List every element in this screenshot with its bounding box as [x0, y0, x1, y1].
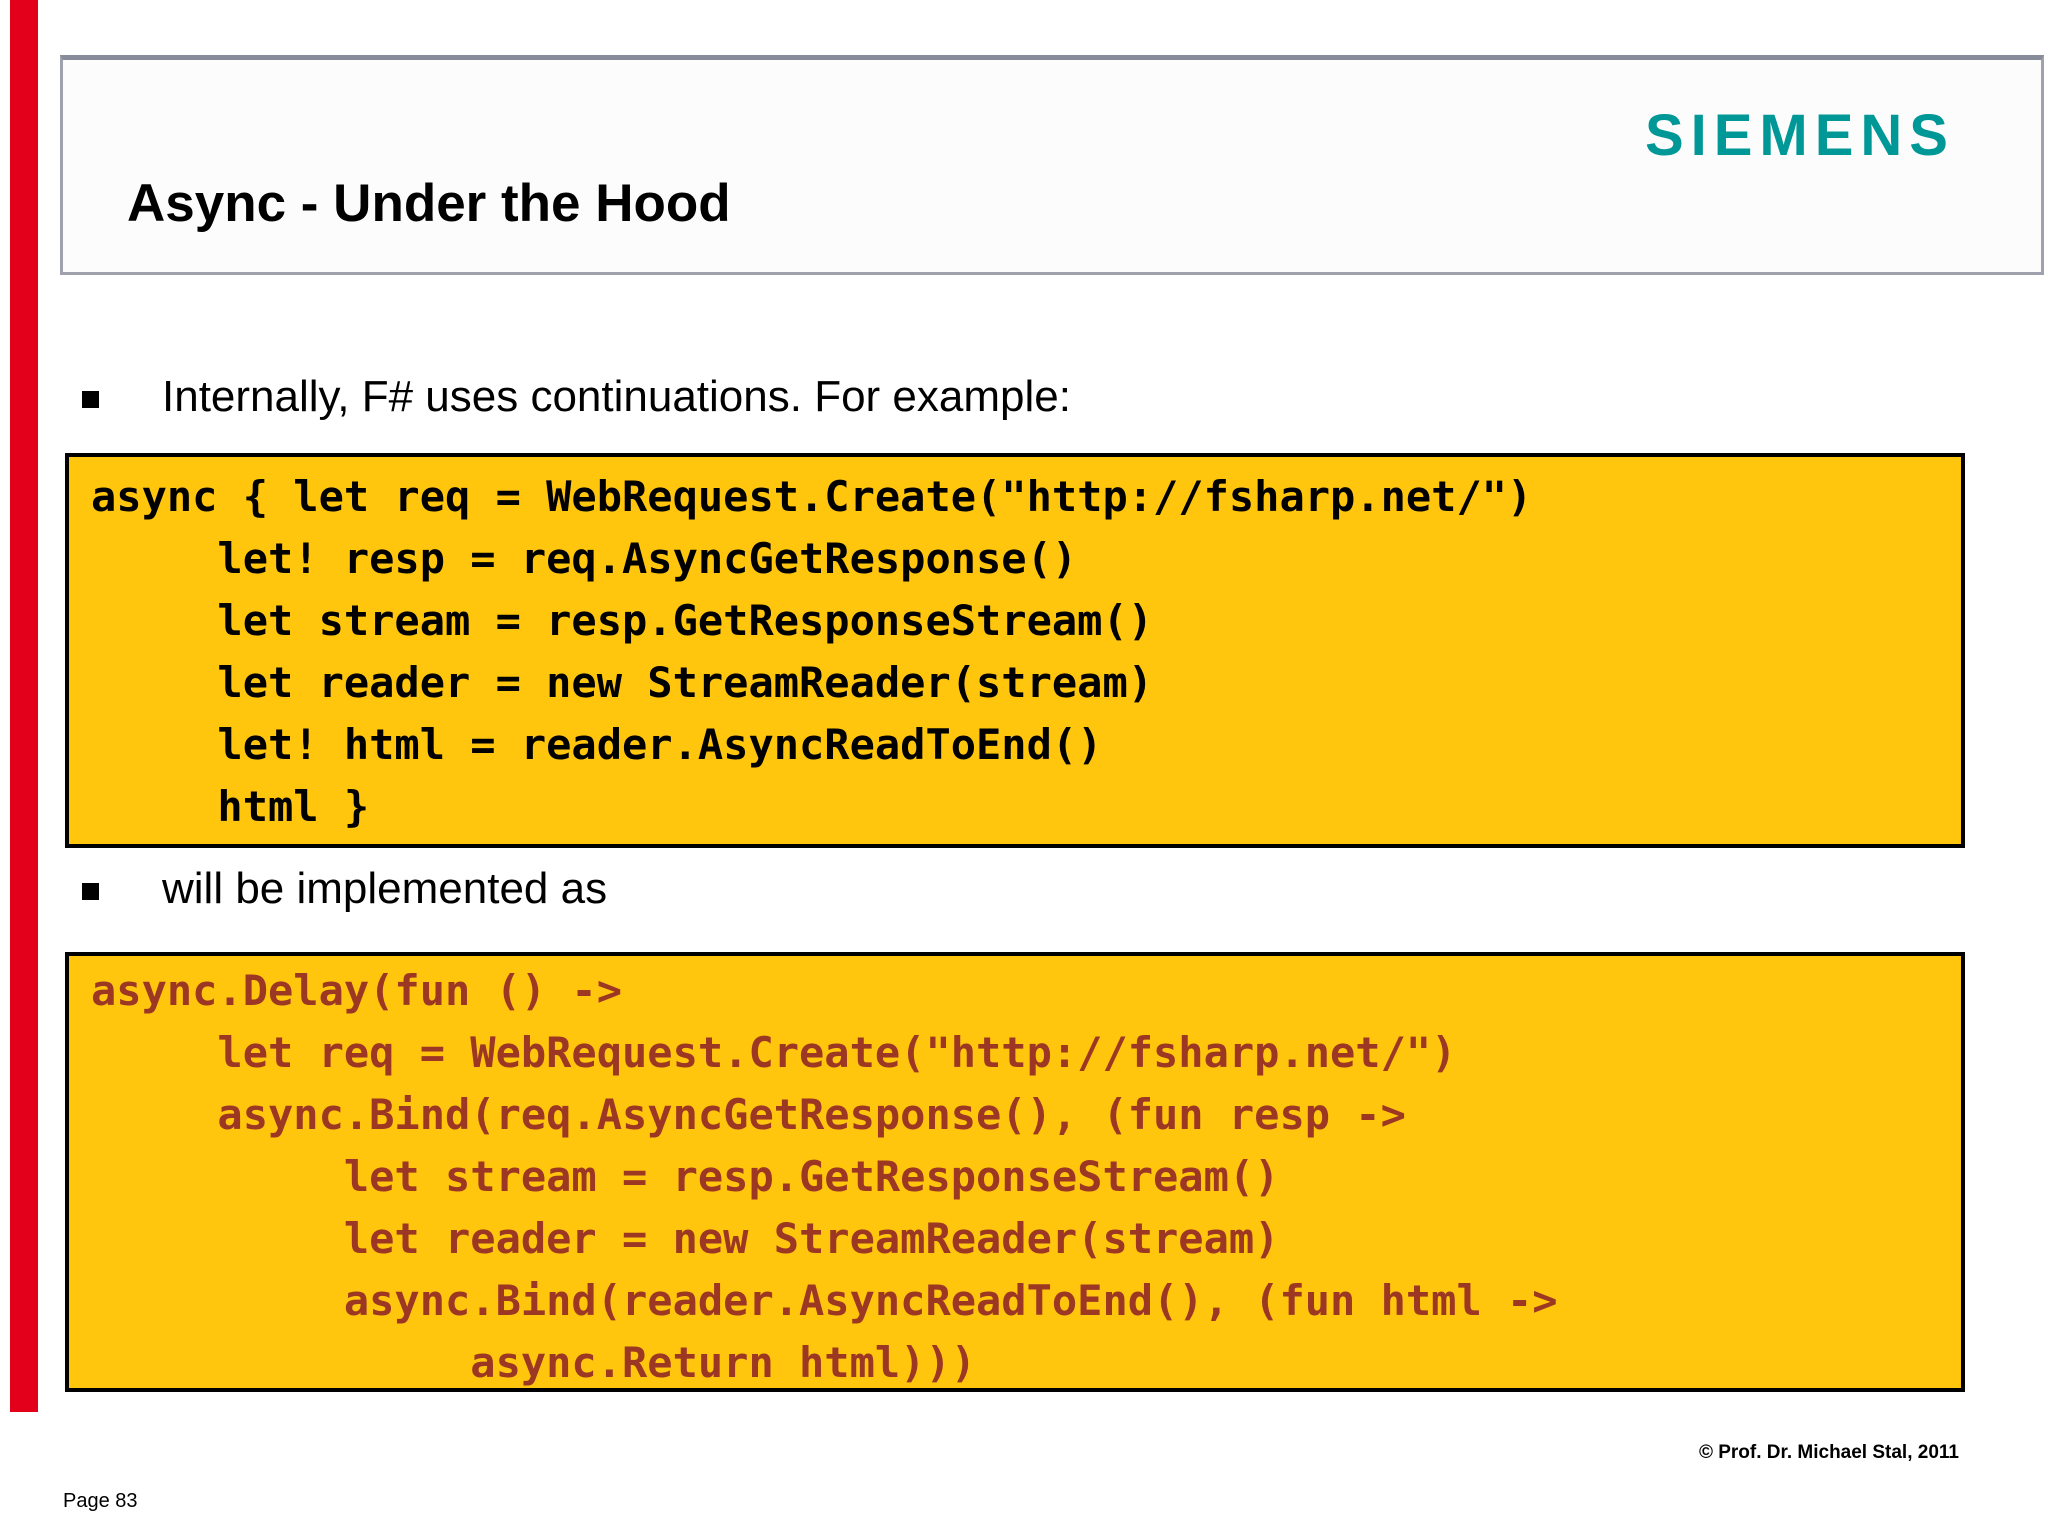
siemens-logo: SIEMENS	[1644, 103, 1955, 168]
code-text: async.Delay(fun () -> let req = WebReque…	[91, 966, 1558, 1387]
code-block-fsharp-async: async { let req = WebRequest.Create("htt…	[65, 453, 1965, 848]
copyright-note: © Prof. Dr. Michael Stal, 2011	[1698, 1442, 1959, 1463]
slide-header: SIEMENS Async - Under the Hood	[60, 55, 2044, 275]
code-text: async { let req = WebRequest.Create("htt…	[91, 472, 1533, 831]
bullet-text: will be implemented as	[162, 864, 608, 913]
bullet-square-icon	[82, 882, 99, 900]
bullet-item-2: will be implemented as	[82, 864, 607, 914]
bullet-square-icon	[82, 390, 99, 408]
left-accent-bar	[10, 0, 38, 1412]
page-number: Page 83	[63, 1490, 138, 1512]
page-title: Async - Under the Hood	[127, 174, 731, 233]
bullet-item-1: Internally, F# uses continuations. For e…	[82, 372, 1071, 422]
code-block-continuation-impl: async.Delay(fun () -> let req = WebReque…	[65, 952, 1965, 1392]
bullet-text: Internally, F# uses continuations. For e…	[162, 372, 1071, 421]
